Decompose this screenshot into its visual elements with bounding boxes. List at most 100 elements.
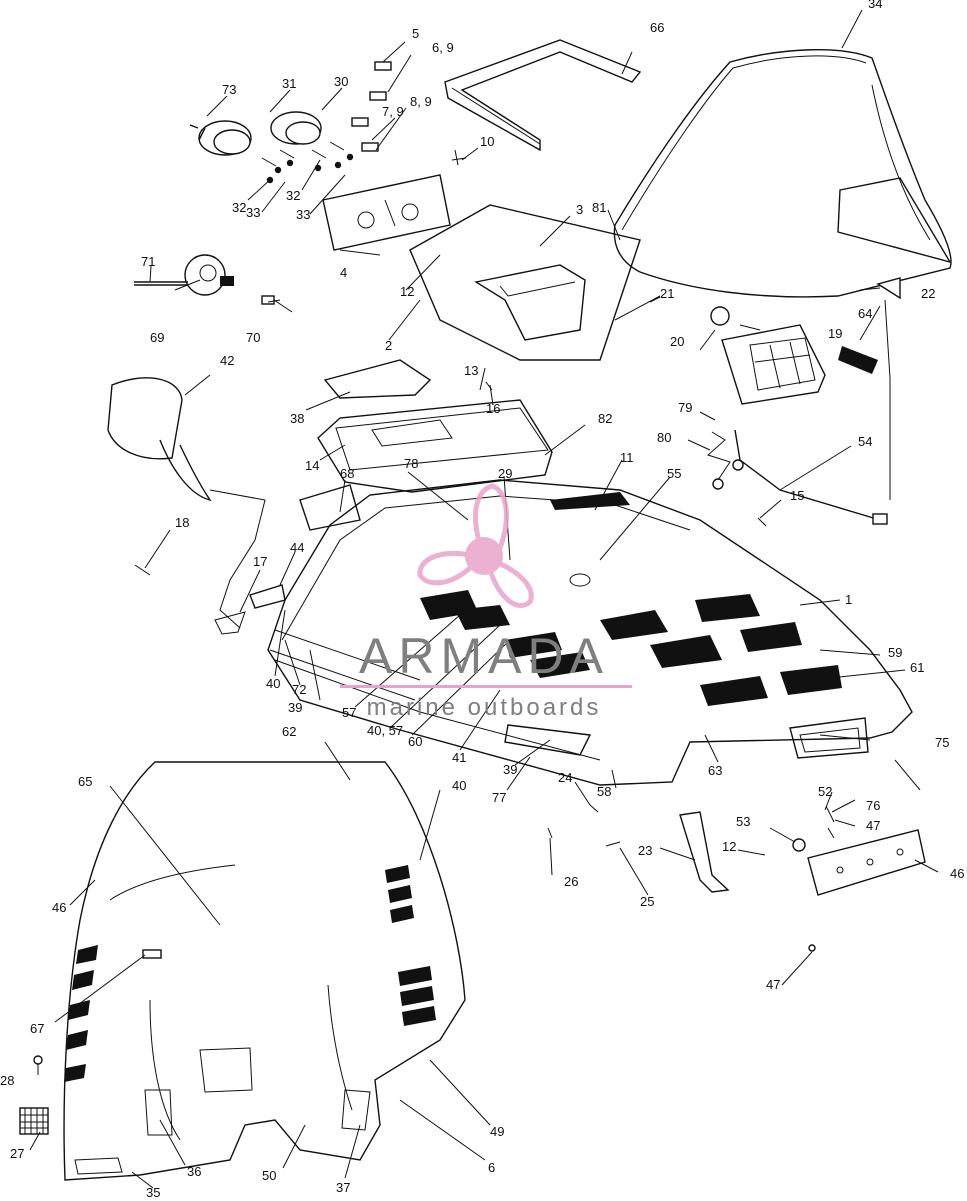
callout-40b: 40 bbox=[452, 778, 466, 793]
callout-67: 67 bbox=[30, 1021, 44, 1036]
callout-47b: 47 bbox=[766, 977, 780, 992]
callout-70: 70 bbox=[246, 330, 260, 345]
callout-53: 53 bbox=[736, 814, 750, 829]
callout-7-9: 7, 9 bbox=[382, 104, 404, 119]
callout-46a: 46 bbox=[950, 866, 964, 881]
watermark: ARMADA marine outboards bbox=[340, 483, 632, 721]
dash-plate bbox=[322, 174, 451, 251]
console bbox=[409, 204, 641, 361]
callout-80: 80 bbox=[657, 430, 671, 445]
callout-52: 52 bbox=[818, 784, 832, 799]
callout-60: 60 bbox=[408, 734, 422, 749]
callout-13: 13 bbox=[464, 363, 478, 378]
callout-2: 2 bbox=[385, 338, 392, 353]
belly-pan bbox=[63, 761, 466, 1181]
callout-75: 75 bbox=[935, 735, 949, 750]
callout-25: 25 bbox=[640, 894, 654, 909]
callout-77: 77 bbox=[492, 790, 506, 805]
callout-6: 6 bbox=[488, 1160, 495, 1175]
callout-71: 71 bbox=[141, 254, 155, 269]
callout-6-9: 6, 9 bbox=[432, 40, 454, 55]
callout-39b: 39 bbox=[503, 762, 517, 777]
gauges bbox=[189, 61, 392, 184]
callout-54: 54 bbox=[858, 434, 872, 449]
callout-55: 55 bbox=[667, 466, 681, 481]
callout-28: 28 bbox=[0, 1073, 14, 1088]
callout-66: 66 bbox=[650, 20, 664, 35]
bumper-bracket bbox=[807, 829, 926, 896]
callout-17: 17 bbox=[253, 554, 267, 569]
callout-22: 22 bbox=[921, 286, 935, 301]
brand-tagline: marine outboards bbox=[367, 694, 602, 721]
callout-68: 68 bbox=[340, 466, 354, 481]
callout-31: 31 bbox=[282, 76, 296, 91]
callout-61: 61 bbox=[910, 660, 924, 675]
callout-33a: 33 bbox=[246, 205, 260, 220]
hinge bbox=[679, 759, 921, 893]
callout-79: 79 bbox=[678, 400, 692, 415]
callout-72: 72 bbox=[292, 682, 306, 697]
headlight bbox=[614, 277, 901, 405]
callout-8-9: 8, 9 bbox=[410, 94, 432, 109]
callout-5: 5 bbox=[412, 26, 419, 41]
callout-40a: 40 bbox=[266, 676, 280, 691]
access-panel bbox=[317, 359, 553, 493]
callout-34: 34 bbox=[868, 0, 882, 11]
mirror bbox=[107, 377, 266, 629]
part-drawings bbox=[19, 9, 952, 1189]
wiring-harness bbox=[707, 429, 888, 525]
callout-39a: 39 bbox=[288, 700, 302, 715]
callout-20: 20 bbox=[670, 334, 684, 349]
callout-3: 3 bbox=[576, 202, 583, 217]
main-hood bbox=[267, 479, 913, 786]
callout-27: 27 bbox=[10, 1146, 24, 1161]
callout-81: 81 bbox=[592, 200, 606, 215]
callout-38: 38 bbox=[290, 411, 304, 426]
callout-15: 15 bbox=[790, 488, 804, 503]
callout-76: 76 bbox=[866, 798, 880, 813]
callout-23: 23 bbox=[638, 843, 652, 858]
leader-lines bbox=[29, 9, 939, 1189]
callout-32a: 32 bbox=[232, 200, 246, 215]
callout-47a: 47 bbox=[866, 818, 880, 833]
callout-32b: 32 bbox=[286, 188, 300, 203]
callout-57: 57 bbox=[342, 705, 356, 720]
callout-78: 78 bbox=[404, 456, 418, 471]
callout-19: 19 bbox=[828, 326, 842, 341]
callout-18: 18 bbox=[175, 515, 189, 530]
callout-42: 42 bbox=[220, 353, 234, 368]
callout-49: 49 bbox=[490, 1124, 504, 1139]
callout-29: 29 bbox=[498, 466, 512, 481]
callout-44: 44 bbox=[290, 540, 304, 555]
callout-12b: 12 bbox=[722, 839, 736, 854]
callout-50: 50 bbox=[262, 1168, 276, 1183]
brand-underline bbox=[340, 685, 632, 688]
callout-1: 1 bbox=[845, 592, 852, 607]
callout-36: 36 bbox=[187, 1164, 201, 1179]
propeller-logo-icon bbox=[417, 483, 534, 608]
callout-59: 59 bbox=[888, 645, 902, 660]
callout-24: 24 bbox=[558, 770, 572, 785]
callout-58: 58 bbox=[597, 784, 611, 799]
callout-30: 30 bbox=[334, 74, 348, 89]
callout-63: 63 bbox=[708, 763, 722, 778]
callout-64: 64 bbox=[858, 306, 872, 321]
callout-33b: 33 bbox=[296, 207, 310, 222]
callout-65: 65 bbox=[78, 774, 92, 789]
callout-14: 14 bbox=[305, 458, 319, 473]
callout-35: 35 bbox=[146, 1185, 160, 1200]
callout-26: 26 bbox=[564, 874, 578, 889]
callout-46b: 46 bbox=[52, 900, 66, 915]
callout-41: 41 bbox=[452, 750, 466, 765]
callout-73: 73 bbox=[222, 82, 236, 97]
callout-11: 11 bbox=[620, 450, 634, 465]
callout-82: 82 bbox=[598, 411, 612, 426]
callout-37: 37 bbox=[336, 1180, 350, 1195]
windshield bbox=[613, 49, 952, 298]
callout-21: 21 bbox=[660, 286, 674, 301]
callout-10: 10 bbox=[480, 134, 494, 149]
headlight-bezel bbox=[789, 717, 869, 759]
key-switch bbox=[134, 254, 293, 313]
